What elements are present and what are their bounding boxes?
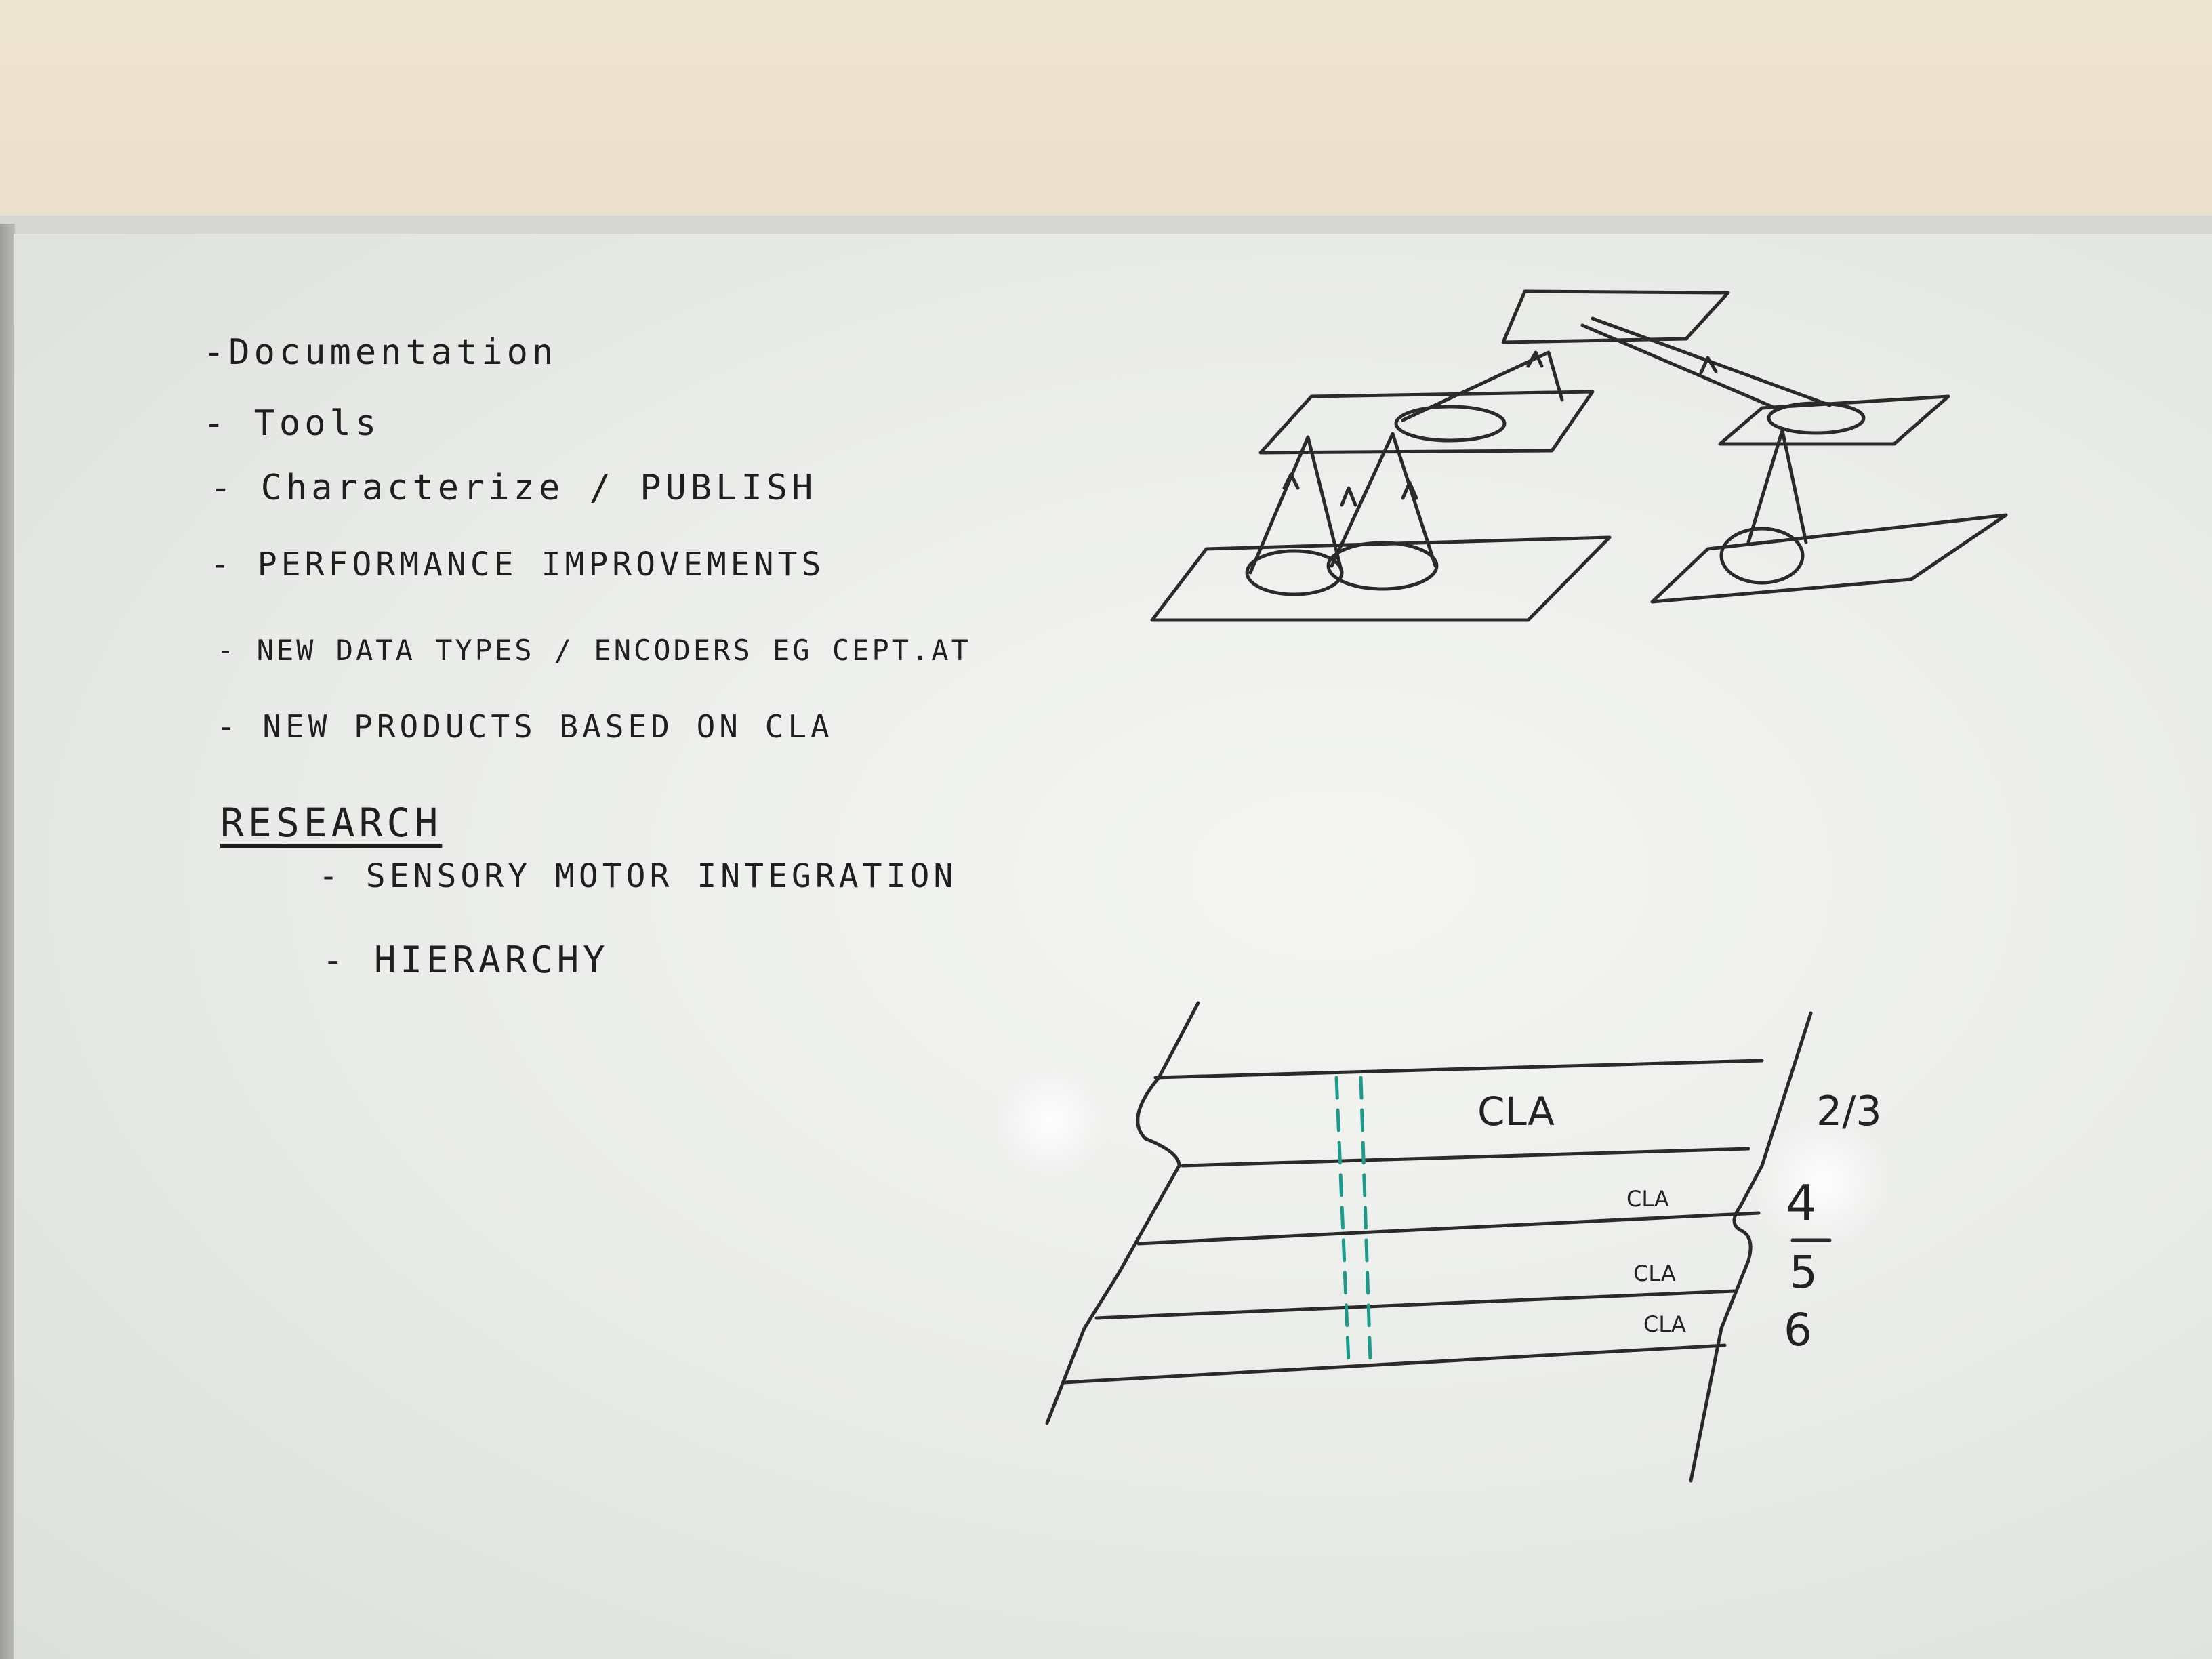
column-line (1359, 1076, 1372, 1364)
research-item-sensory-motor: - SENSORY MOTOR INTEGRATION (319, 857, 958, 895)
todo-item-new-data-types: - NEW DATA TYPES / ENCODERS EG CEPT.AT (217, 634, 971, 667)
todo-item-tools: - Tools (203, 403, 381, 444)
todo-item-characterize: - Characterize / PUBLISH (210, 468, 817, 508)
research-heading: RESEARCH (220, 800, 443, 846)
todo-item-performance: - PERFORMANCE IMPROVEMENTS (210, 546, 825, 583)
cone-line (1248, 435, 1344, 575)
plane-middle-right (1718, 394, 1950, 446)
plane-middle-left (1258, 390, 1595, 455)
layer-number-2-3: 2/3 (1816, 1088, 1882, 1135)
arrow-head (1401, 480, 1418, 500)
layer-boundary (1181, 1147, 1750, 1168)
wall-background (0, 0, 2212, 230)
layer-label-6: CLA (1643, 1311, 1686, 1337)
layer-diagram-left-edge (1045, 1001, 1200, 1425)
whiteboard-surface (14, 234, 2212, 1659)
layer-number-4: 4 (1786, 1174, 1817, 1231)
layer-boundary (1136, 1211, 1761, 1246)
cone-line (1746, 428, 1808, 544)
arrow-head (1699, 356, 1718, 375)
todo-item-documentation: -Documentation (203, 332, 558, 373)
receptive-field-ellipse (1245, 549, 1344, 596)
cone-line (1401, 350, 1564, 422)
plane-bottom-right (1650, 513, 2008, 604)
receptive-field-ellipse (1719, 527, 1805, 585)
arrow-head (1282, 472, 1300, 490)
light-glare (989, 1067, 1111, 1176)
receptive-field-ellipse (1394, 405, 1507, 443)
column-line (1334, 1076, 1351, 1364)
plane-bottom-left (1150, 535, 1612, 622)
layer-boundary (1153, 1059, 1764, 1080)
layer-boundary (1062, 1343, 1727, 1385)
plane-top (1501, 289, 1730, 344)
layer-number-6: 6 (1784, 1304, 1812, 1356)
research-item-hierarchy: - HIERARCHY (322, 939, 609, 981)
light-glare (1748, 1115, 1898, 1250)
layer-boundary (1094, 1289, 1737, 1320)
arrow-head (1340, 486, 1357, 507)
whiteboard-frame-left-edge (0, 224, 15, 1659)
layer-number-5: 5 (1789, 1246, 1818, 1298)
layer-label-5: CLA (1633, 1261, 1676, 1286)
receptive-field-ellipse (1767, 401, 1866, 435)
layer-label-main: CLA (1477, 1088, 1555, 1134)
receptive-field-ellipse (1326, 541, 1439, 591)
arrow-head (1526, 350, 1544, 368)
layer-diagram-right-edge (1689, 1011, 1813, 1483)
todo-item-new-products: - NEW PRODUCTS BASED ON CLA (217, 708, 834, 745)
layer-label-4: CLA (1626, 1186, 1669, 1212)
cone-line (1330, 432, 1437, 568)
